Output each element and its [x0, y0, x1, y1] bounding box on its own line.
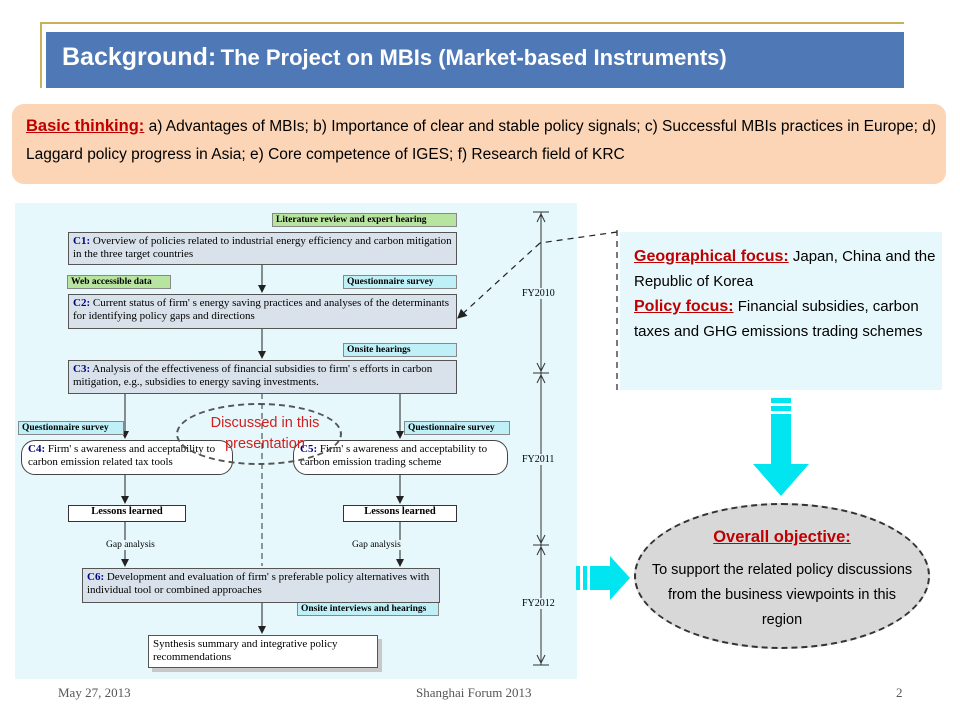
title-rule-left: [40, 22, 42, 88]
title-bar: [46, 32, 904, 88]
geo-focus-label: Geographical focus:: [634, 248, 789, 265]
tag-onsite-hearings: Onsite hearings: [343, 343, 457, 357]
label-gap-analysis-left: Gap analysis: [106, 540, 155, 550]
geo-focus-text: Japan, China and the Republic of Korea: [634, 248, 936, 290]
node-c4-text: Firm' s awareness and acceptability to c…: [28, 443, 216, 468]
tag-questionnaire-right: Questionnaire survey: [404, 421, 510, 435]
slide-title-main: Background:: [62, 43, 217, 71]
node-lessons-left: Lessons learned: [68, 505, 186, 522]
title-rule-top: [40, 22, 904, 24]
node-c3: C3: Analysis of the effectiveness of fin…: [68, 360, 457, 394]
node-lessons-right: Lessons learned: [343, 505, 457, 522]
node-c2-id: C2:: [73, 297, 91, 309]
node-c6-text: Development and evaluation of firm' s pr…: [87, 571, 430, 596]
focus-text: Geographical focus: Japan, China and the…: [634, 244, 944, 344]
fy2011-label: FY2011: [520, 454, 557, 465]
basic-thinking-body: a) Advantages of MBIs; b) Importance of …: [26, 118, 936, 163]
basic-thinking-label: Basic thinking:: [26, 117, 145, 135]
basic-thinking-text: Basic thinking: a) Advantages of MBIs; b…: [26, 112, 942, 169]
node-c5-text: Firm' s awareness and acceptability to c…: [300, 443, 488, 468]
objective-title: Overall objective:: [713, 528, 851, 546]
right-arrow-icon: [576, 556, 630, 600]
policy-focus-text: Financial subsidies, carbon taxes and GH…: [634, 298, 923, 340]
footer-page-number: 2: [896, 685, 903, 700]
node-c6-id: C6:: [87, 571, 105, 583]
node-synthesis: Synthesis summary and integrative policy…: [148, 635, 378, 668]
fy2010-label: FY2010: [520, 288, 557, 299]
pointer-to-c2: [457, 242, 541, 319]
objective-text: To support the related policy discussion…: [651, 562, 913, 628]
node-c1-text: Overview of policies related to industri…: [73, 235, 452, 260]
label-gap-analysis-right: Gap analysis: [352, 540, 401, 550]
node-c6: C6: Development and evaluation of firm' …: [82, 568, 440, 603]
focus-box: [620, 232, 942, 390]
tag-questionnaire-left: Questionnaire survey: [18, 421, 124, 435]
node-c1-id: C1:: [73, 235, 91, 247]
pointer-to-fy2010: [539, 231, 618, 244]
slide-title: Background: The Project on MBIs (Market-…: [62, 43, 902, 72]
tag-questionnaire-survey: Questionnaire survey: [343, 275, 457, 289]
tag-literature-review: Literature review and expert hearing: [272, 213, 457, 227]
objective-ellipse: [634, 503, 930, 649]
tag-onsite-interviews: Onsite interviews and hearings: [297, 602, 439, 616]
node-c3-id: C3:: [73, 363, 91, 375]
down-arrow-icon: [753, 398, 809, 496]
basic-thinking-box: [12, 104, 946, 184]
slide-title-sub: The Project on MBIs (Market-based Instru…: [220, 45, 727, 70]
discussed-label: Discussed in this presentation: [210, 415, 320, 452]
footer-date: May 27, 2013: [58, 685, 131, 700]
discussed-ellipse: [176, 403, 342, 465]
footer-event: Shanghai Forum 2013: [416, 685, 532, 700]
node-c2: C2: Current status of firm' s energy sav…: [68, 294, 457, 329]
fy2012-label: FY2012: [520, 598, 557, 609]
tag-web-data: Web accessible data: [67, 275, 171, 289]
node-c2-text: Current status of firm' s energy saving …: [73, 297, 449, 322]
policy-focus-label: Policy focus:: [634, 298, 734, 315]
node-c1: C1: Overview of policies related to indu…: [68, 232, 457, 265]
node-c4-id: C4:: [28, 443, 46, 455]
node-c3-text: Analysis of the effectiveness of financi…: [73, 363, 433, 388]
